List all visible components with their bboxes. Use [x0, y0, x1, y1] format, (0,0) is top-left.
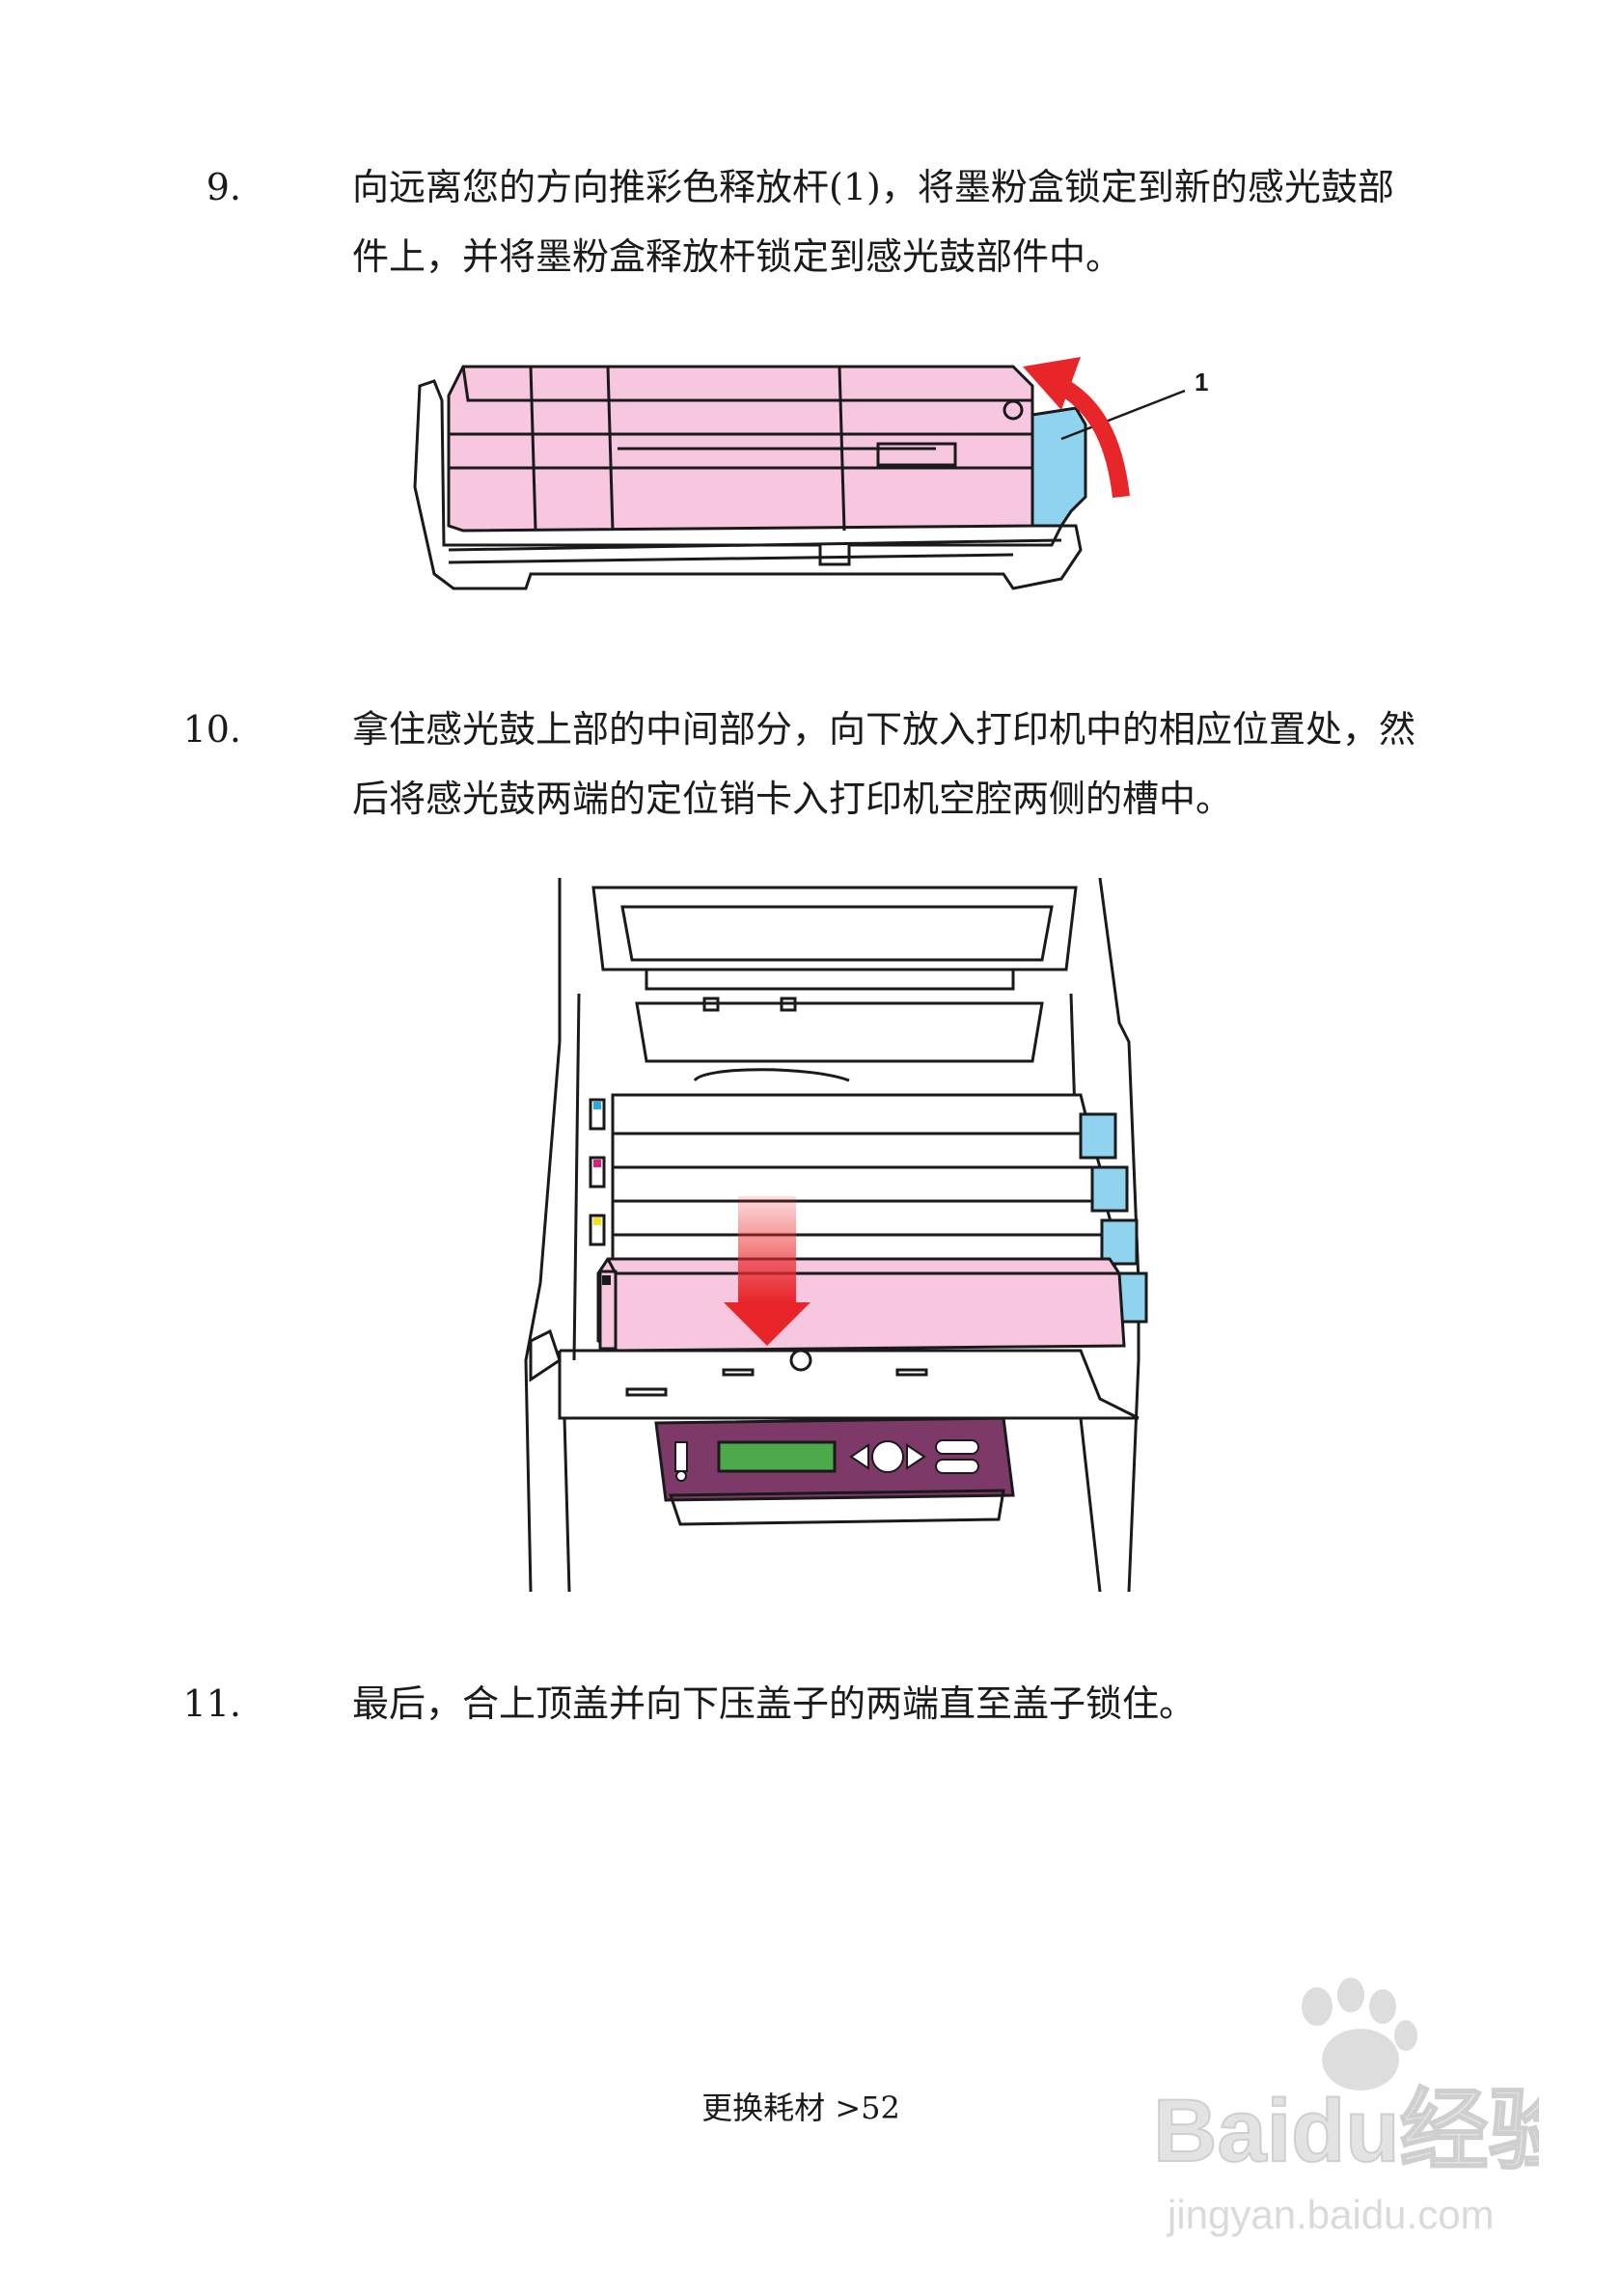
callout-label: 1	[1195, 368, 1208, 396]
step-text: 拿住感光鼓上部的中间部分，向下放入打印机中的相应位置处，然后将感光鼓两端的定位销…	[352, 708, 1416, 820]
step-text: 向远离您的方向推彩色释放杆(1)，将墨粉盒锁定到新的感光鼓部件上，并将墨粉盒释放…	[352, 166, 1394, 278]
printer-drum-insert-illustration	[524, 878, 1148, 1592]
page-footer: 更换耗材 >52	[0, 2084, 1621, 2128]
step-number: 10.	[182, 708, 241, 751]
drum-lever-illustration: 1	[413, 357, 1208, 590]
watermark-brand: Baidu经验	[1153, 2082, 1539, 2180]
step-number: 9.	[206, 166, 241, 208]
footer-text: 更换耗材 >52	[701, 2090, 900, 2126]
baidu-jingyan-watermark: Baidu经验 jingyan.baidu.com	[1153, 1978, 1539, 2237]
step-text: 最后，合上顶盖并向下压盖子的两端直至盖子锁住。	[352, 1682, 1196, 1725]
watermark-url: jingyan.baidu.com	[1166, 2192, 1495, 2237]
step-number: 11.	[182, 1682, 241, 1725]
